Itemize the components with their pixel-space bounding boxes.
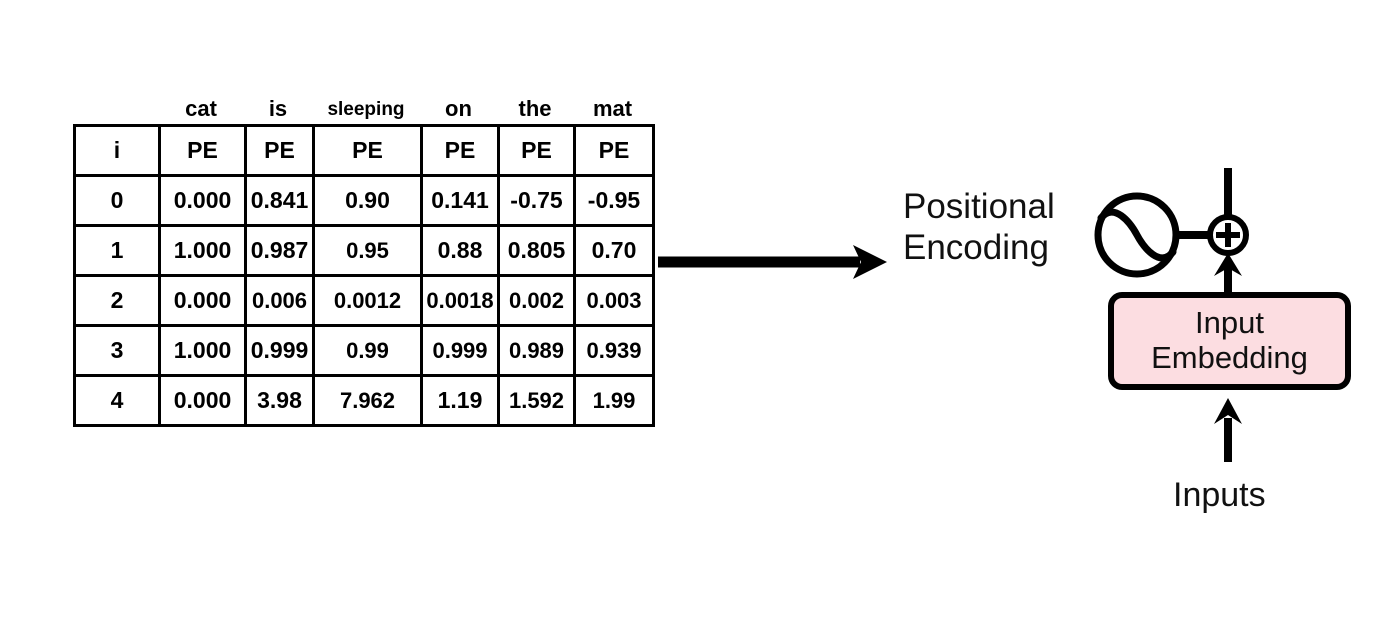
cell-r3-c5: 0.939 [573,324,655,377]
cell-r1-c1: 0.987 [244,224,315,277]
cell-r1-c0: 1.000 [158,224,247,277]
row-index-3: 3 [73,324,161,377]
cell-r2-c2: 0.0012 [312,274,423,327]
cell-r0-c1: 0.841 [244,174,315,227]
table-row: 0 0.000 0.841 0.90 0.141 -0.75 -0.95 [73,174,655,227]
cell-r0-c0: 0.000 [158,174,247,227]
positional-encoding-label-line2: Encoding [903,228,1049,268]
cell-r2-c0: 0.000 [158,274,247,327]
table-row: 3 1.000 0.999 0.99 0.999 0.989 0.939 [73,324,655,377]
table-header-cell-i: i [73,124,161,177]
word-header-sleeping: sleeping [327,99,405,120]
word-header-the: the [518,96,552,121]
row-index-2: 2 [73,274,161,327]
cell-r0-c4: -0.75 [497,174,576,227]
positional-encoding-table-block: cat is sleeping on the mat i PE PE PE PE… [73,78,655,427]
cell-r3-c3: 0.999 [420,324,500,377]
table-header-row: i PE PE PE PE PE PE [73,124,655,177]
cell-r1-c2: 0.95 [312,224,423,277]
input-embedding-label-line2: Embedding [1151,340,1308,375]
cell-r3-c2: 0.99 [312,324,423,377]
table-header-cell-pe-6: PE [573,124,655,177]
positional-encoding-label: Positional Encoding [903,186,1088,269]
cell-r1-c5: 0.70 [573,224,655,277]
positional-encoding-table: i PE PE PE PE PE PE 0 0.000 0.841 0.90 0… [73,124,655,427]
table-row: 1 1.000 0.987 0.95 0.88 0.805 0.70 [73,224,655,277]
cell-r1-c3: 0.88 [420,224,500,277]
word-header-mat: mat [592,96,633,121]
table-header-cell-pe-1: PE [158,124,247,177]
transformer-embedding-diagram [1094,168,1249,462]
right-arrow-icon [658,245,887,279]
cell-r1-c4: 0.805 [497,224,576,277]
table-header-cell-pe-3: PE [312,124,423,177]
positional-encoding-label-line1: Positional [903,187,1055,226]
input-embedding-label-line1: Input [1195,305,1264,341]
input-embedding-box[interactable]: Input Embedding [1108,292,1351,390]
table-row: 2 0.000 0.006 0.0012 0.0018 0.002 0.003 [73,274,655,327]
word-header-row: cat is sleeping on the mat [73,78,653,124]
cell-r2-c5: 0.003 [573,274,655,327]
cell-r4-c1: 3.98 [244,374,315,427]
cell-r3-c1: 0.999 [244,324,315,377]
inputs-label: Inputs [1173,476,1266,514]
row-index-0: 0 [73,174,161,227]
cell-r2-c1: 0.006 [244,274,315,327]
cell-r0-c2: 0.90 [312,174,423,227]
cell-r4-c4: 1.592 [497,374,576,427]
row-index-1: 1 [73,224,161,277]
cell-r2-c3: 0.0018 [420,274,500,327]
cell-r0-c5: -0.95 [573,174,655,227]
circled-plus-icon [1207,214,1249,256]
cell-r4-c5: 1.99 [573,374,655,427]
cell-r3-c0: 1.000 [158,324,247,377]
word-header-cat: cat [185,96,217,121]
cell-r3-c4: 0.989 [497,324,576,377]
embedding-to-add-arrow-icon [1214,253,1242,293]
table-header-cell-pe-5: PE [497,124,576,177]
cell-r2-c4: 0.002 [497,274,576,327]
cell-r4-c3: 1.19 [420,374,500,427]
table-header-cell-pe-2: PE [244,124,315,177]
word-header-blank [73,120,158,124]
table-header-cell-pe-4: PE [420,124,500,177]
inputs-to-embedding-arrow-icon [1214,398,1242,462]
cell-r0-c3: 0.141 [420,174,500,227]
cell-r4-c0: 0.000 [158,374,247,427]
cell-r4-c2: 7.962 [312,374,423,427]
table-row: 4 0.000 3.98 7.962 1.19 1.592 1.99 [73,374,655,427]
word-header-on: on [445,96,472,121]
word-header-is: is [268,96,288,121]
row-index-4: 4 [73,374,161,427]
sine-wave-circle-icon [1094,192,1180,278]
